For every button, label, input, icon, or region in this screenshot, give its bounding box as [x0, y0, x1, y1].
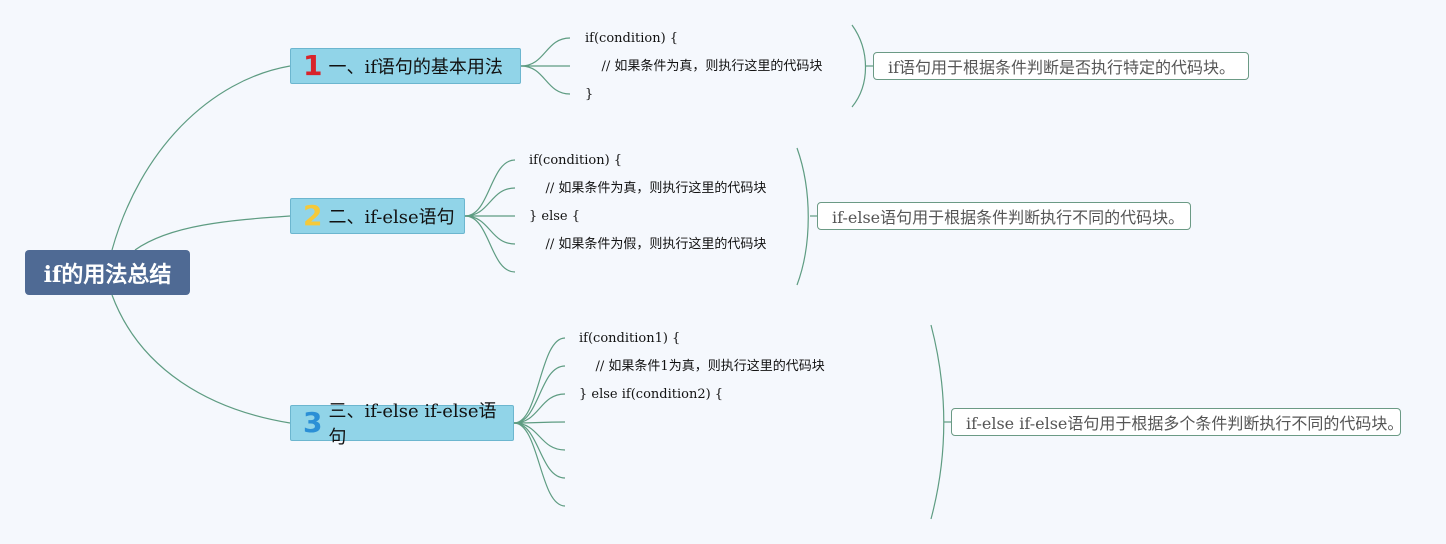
code-line: // 如果条件为真，则执行这里的代码块	[529, 181, 767, 196]
branch-2-leaf-line	[464, 215, 516, 245]
code-line: } else {	[529, 209, 581, 224]
branch-topic-2-label: 二、if-else语句	[328, 207, 455, 228]
branch-3-leaf-line	[513, 365, 566, 424]
root-to-branch-2-line	[134, 215, 291, 251]
summary-brace-3	[930, 324, 945, 520]
code-line: if(condition) {	[529, 153, 623, 168]
code-line: // 如果条件为真，则执行这里的代码块	[585, 59, 823, 74]
summary-brace-1	[851, 24, 867, 108]
summary-box-3[interactable]: if-else if-else语句用于根据多个条件判断执行不同的代码块。	[951, 408, 1404, 436]
number-1-icon: 1	[303, 49, 323, 82]
branch-2-leaf-line	[464, 159, 516, 217]
number-3-icon: 3	[303, 406, 323, 439]
branch-topic-2[interactable]: 2 二、if-else语句	[290, 198, 465, 234]
number-2-icon: 2	[303, 199, 323, 232]
code-line: if(condition) {	[585, 31, 679, 46]
branch-2-leaf-line	[464, 215, 516, 273]
code-line: if(condition1) {	[579, 331, 681, 346]
summary-box-1[interactable]: if语句用于根据条件判断是否执行特定的代码块。	[873, 52, 1249, 80]
root-topic[interactable]: if的用法总结	[25, 250, 190, 295]
branch-topic-1[interactable]: 1 一、if语句的基本用法	[290, 48, 521, 84]
summary-text-3: if-else if-else语句用于根据多个条件判断执行不同的代码块。	[966, 414, 1404, 433]
branch-3-leaf-line	[513, 422, 566, 479]
summary-text-2: if-else语句用于根据条件判断执行不同的代码块。	[832, 208, 1185, 227]
code-line: // 如果条件为假，则执行这里的代码块	[529, 237, 767, 252]
root-to-branch-1-line	[111, 65, 291, 251]
code-line: } else if(condition2) {	[579, 387, 724, 402]
branch-3-leaf-line	[513, 393, 566, 424]
summary-brace-2	[796, 147, 809, 286]
root-topic-label: if的用法总结	[43, 261, 172, 288]
code-line: }	[585, 87, 594, 102]
branch-2-leaf-line	[464, 187, 516, 217]
branch-1-leaf-line	[520, 65, 571, 95]
summary-box-2[interactable]: if-else语句用于根据条件判断执行不同的代码块。	[817, 202, 1191, 230]
branch-topic-3-label: 三、if-else if-else语句	[328, 401, 497, 448]
code-line: // 如果条件1为真，则执行这里的代码块	[579, 359, 825, 374]
branch-3-leaf-line	[513, 422, 566, 451]
branch-3-leaf-line	[513, 337, 566, 424]
branch-3-leaf-line	[513, 422, 566, 507]
branch-topic-1-label: 一、if语句的基本用法	[328, 57, 503, 78]
root-to-branch-3-line	[111, 294, 291, 424]
summary-text-1: if语句用于根据条件判断是否执行特定的代码块。	[888, 58, 1236, 77]
branch-topic-3[interactable]: 3 三、if-else if-else语句	[290, 401, 514, 448]
branch-1-leaf-line	[520, 37, 571, 67]
